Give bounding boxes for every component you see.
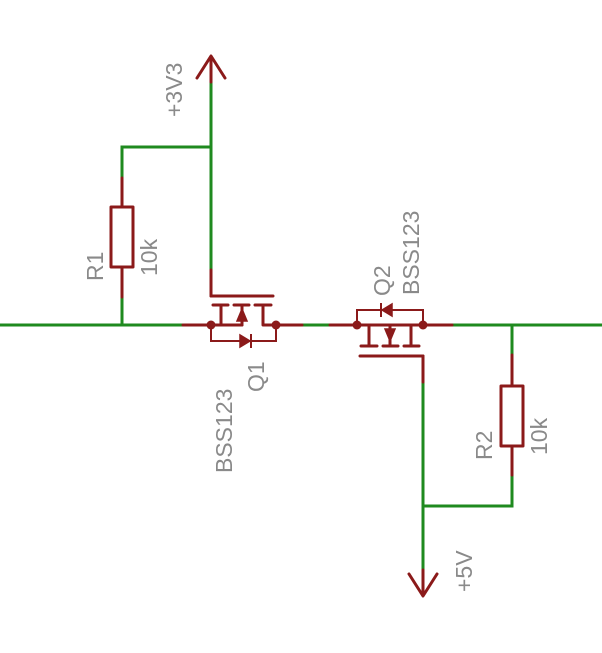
label-5v: +5V [451, 550, 477, 592]
supply-5v-symbol [407, 568, 439, 598]
label-q2-value: BSS123 [398, 211, 424, 295]
mosfet-q1 [181, 268, 304, 349]
supply-3v3-symbol [195, 54, 227, 84]
label-q2-name: Q2 [369, 265, 395, 296]
label-3v3: +3V3 [161, 63, 187, 117]
label-q1-name: Q1 [243, 361, 269, 392]
wire-r1-top [120, 145, 213, 180]
label-r2-value: 10k [526, 417, 552, 455]
wire-r2-bottom [421, 473, 514, 508]
label-r1-name: R1 [82, 252, 108, 281]
label-q1-value: BSS123 [211, 389, 237, 473]
wires [0, 80, 602, 572]
resistor-r1 [109, 176, 135, 299]
resistor-r2 [499, 353, 525, 477]
mosfet-q2 [328, 302, 454, 384]
label-r2-name: R2 [471, 431, 497, 460]
label-r1-value: 10k [136, 238, 162, 276]
